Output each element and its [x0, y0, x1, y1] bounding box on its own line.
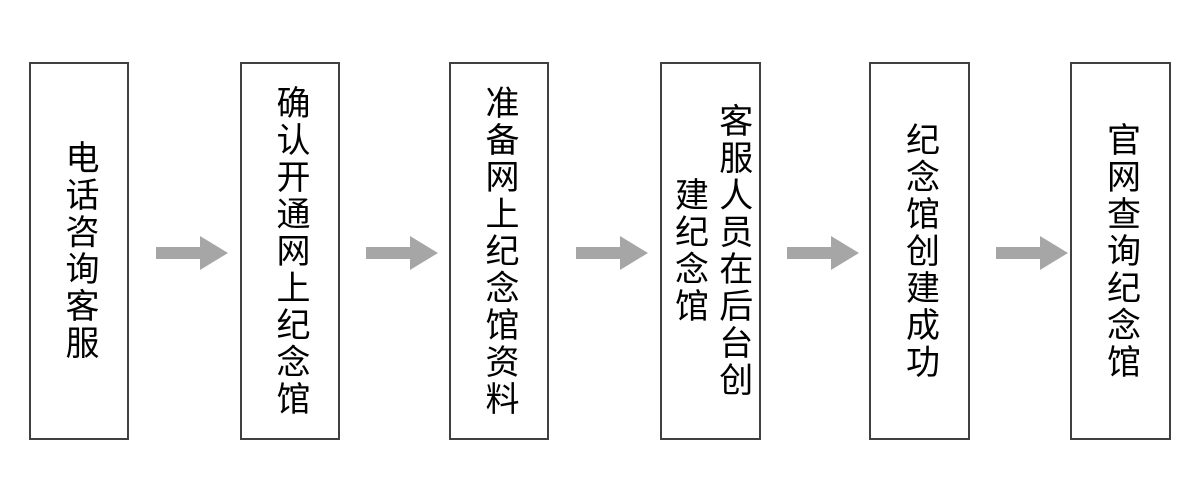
- flow-node-label: 电话咨询客服: [59, 140, 100, 362]
- flow-node-step-3[interactable]: 准备网上纪念馆资料: [449, 62, 549, 440]
- right-arrow-icon: [996, 236, 1068, 270]
- flow-node-step-5[interactable]: 纪念馆创建成功: [869, 62, 970, 440]
- flow-node-step-2[interactable]: 确认开通网上纪念馆: [240, 62, 340, 440]
- flow-node-step-1[interactable]: 电话咨询客服: [29, 62, 129, 440]
- flow-node-step-6[interactable]: 官网查询纪念馆: [1070, 62, 1171, 440]
- right-arrow-icon: [156, 236, 228, 270]
- flow-node-label: 客服人员在后台创建纪念馆: [668, 103, 753, 399]
- right-arrow-icon: [576, 236, 648, 270]
- flow-node-label: 准备网上纪念馆资料: [479, 84, 520, 418]
- flow-node-label: 官网查询纪念馆: [1100, 121, 1141, 381]
- flow-node-label: 确认开通网上纪念馆: [270, 84, 311, 418]
- flow-node-step-4[interactable]: 客服人员在后台创建纪念馆: [660, 62, 761, 440]
- right-arrow-icon: [787, 236, 859, 270]
- right-arrow-icon: [366, 236, 438, 270]
- flow-node-label: 纪念馆创建成功: [899, 121, 940, 381]
